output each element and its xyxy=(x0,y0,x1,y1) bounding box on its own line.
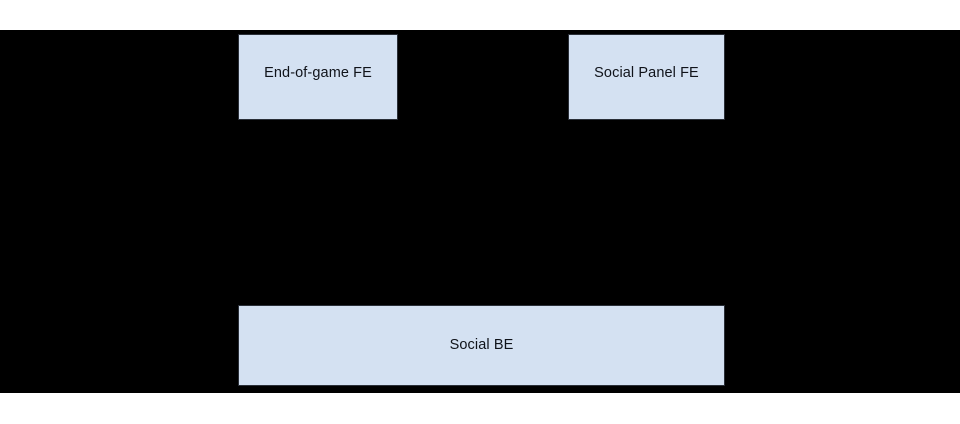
diagram-node-label: Social BE xyxy=(449,336,514,353)
diagram-node-label: End-of-game FE xyxy=(264,65,372,81)
diagram-node-end-of-game-fe[interactable]: End-of-game FE xyxy=(238,34,398,120)
diagram-node-social-be[interactable]: Social BE xyxy=(238,305,725,386)
diagram-canvas: End-of-game FE Social Panel FE Social BE xyxy=(0,30,960,393)
diagram-node-social-panel-fe[interactable]: Social Panel FE xyxy=(568,34,725,120)
diagram-node-label: Social Panel FE xyxy=(594,65,699,81)
